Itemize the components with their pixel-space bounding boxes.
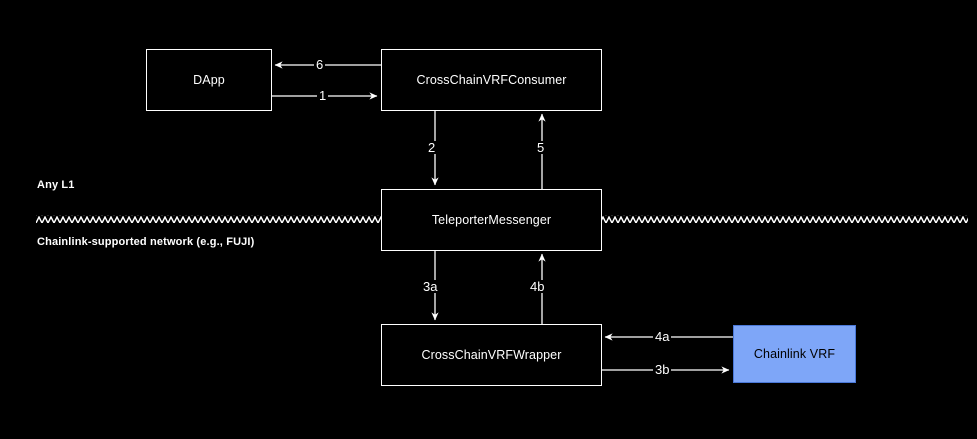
node-teleportermessenger[interactable]: TeleporterMessenger — [381, 189, 602, 251]
edge-label-3a: 3a — [421, 279, 440, 294]
edge-label-4b: 4b — [528, 279, 547, 294]
edge-label-5: 5 — [535, 140, 547, 155]
edge-label-1: 1 — [317, 88, 329, 103]
edge-label-2: 2 — [426, 140, 438, 155]
zone-label-chainlink-network: Chainlink-supported network (e.g., FUJI) — [37, 236, 255, 248]
edge-label-6: 6 — [314, 57, 326, 72]
node-chainlink-vrf[interactable]: Chainlink VRF — [733, 325, 856, 383]
edge-label-3b: 3b — [653, 362, 672, 377]
edge-label-4a: 4a — [653, 329, 672, 344]
node-crosschainvrfconsumer[interactable]: CrossChainVRFConsumer — [381, 49, 602, 111]
zone-label-any-l1: Any L1 — [37, 179, 75, 191]
node-crosschainvrfwrapper[interactable]: CrossChainVRFWrapper — [381, 324, 602, 386]
node-dapp[interactable]: DApp — [146, 49, 272, 111]
